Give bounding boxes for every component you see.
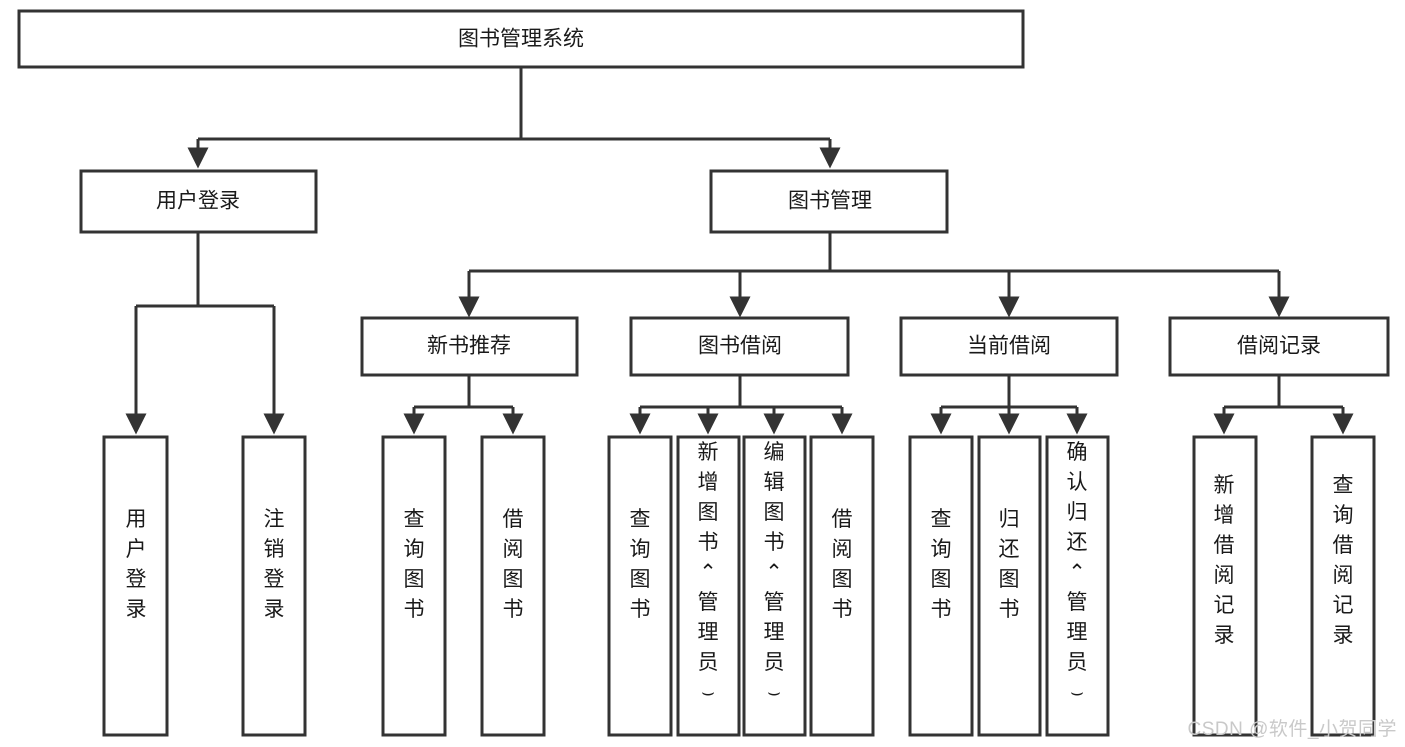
leaf-query-book-1-label: 查询图书 bbox=[404, 508, 425, 621]
leaf-user-login[interactable]: 用户登录 bbox=[102, 435, 169, 737]
node-user-login-label: 用户登录 bbox=[156, 190, 240, 213]
leaf-query-book-3-label: 查询图书 bbox=[931, 508, 952, 621]
node-book-management[interactable]: 图书管理 bbox=[709, 169, 949, 234]
leaf-edit-book-label: 编辑图书⌃管理员⌣ bbox=[764, 441, 785, 704]
leaf-query-record-label: 查询借阅记录 bbox=[1333, 474, 1354, 647]
leaf-edit-book[interactable]: 编辑图书⌃管理员⌣ bbox=[742, 435, 807, 737]
leaf-user-logout[interactable]: 注销登录 bbox=[241, 435, 307, 737]
leaf-add-book-label: 新增图书⌃管理员⌣ bbox=[698, 441, 719, 704]
node-root[interactable]: 图书管理系统 bbox=[17, 9, 1025, 69]
leaf-query-book-2-box bbox=[607, 435, 673, 737]
leaf-borrow-book-2[interactable]: 借阅图书 bbox=[809, 435, 875, 737]
node-borrow-record-label: 借阅记录 bbox=[1237, 335, 1321, 358]
leaf-query-book-1-box bbox=[381, 435, 447, 737]
node-new-book-recommend-box bbox=[360, 316, 579, 377]
leaf-return-book[interactable]: 归还图书 bbox=[977, 435, 1042, 737]
node-new-book-recommend[interactable]: 新书推荐 bbox=[360, 316, 579, 377]
node-current-borrow-box bbox=[899, 316, 1119, 377]
leaf-add-record[interactable]: 新增借阅记录 bbox=[1192, 435, 1258, 737]
node-current-borrow-label: 当前借阅 bbox=[967, 335, 1051, 358]
node-root-box bbox=[17, 9, 1025, 69]
leaf-add-book[interactable]: 新增图书⌃管理员⌣ bbox=[676, 435, 741, 737]
node-root-label: 图书管理系统 bbox=[458, 28, 584, 51]
leaf-borrow-book-1-label: 借阅图书 bbox=[503, 508, 524, 621]
node-book-management-box bbox=[709, 169, 949, 234]
leaf-query-book-1[interactable]: 查询图书 bbox=[381, 435, 447, 737]
leaf-query-book-3[interactable]: 查询图书 bbox=[908, 435, 974, 737]
leaf-user-login-box bbox=[102, 435, 169, 737]
node-current-borrow[interactable]: 当前借阅 bbox=[899, 316, 1119, 377]
leaf-query-book-2[interactable]: 查询图书 bbox=[607, 435, 673, 737]
node-borrow-record-box bbox=[1168, 316, 1390, 377]
connector-layer bbox=[125, 67, 1354, 435]
leaf-query-record[interactable]: 查询借阅记录 bbox=[1310, 435, 1376, 737]
leaf-confirm-return-box bbox=[1045, 435, 1110, 737]
leaf-add-book-box bbox=[676, 435, 741, 737]
node-user-login-box bbox=[79, 169, 318, 234]
leaf-return-book-label: 归还图书 bbox=[999, 508, 1020, 621]
node-user-login[interactable]: 用户登录 bbox=[79, 169, 318, 234]
node-new-book-recommend-label: 新书推荐 bbox=[427, 335, 511, 358]
node-book-borrow-label: 图书借阅 bbox=[698, 335, 782, 358]
leaf-add-record-label: 新增借阅记录 bbox=[1214, 474, 1235, 647]
leaf-borrow-book-2-label: 借阅图书 bbox=[832, 508, 853, 621]
leaf-borrow-book-2-box bbox=[809, 435, 875, 737]
leaf-confirm-return[interactable]: 确认归还⌃管理员⌣ bbox=[1045, 435, 1110, 737]
leaf-query-record-box bbox=[1310, 435, 1376, 737]
node-book-borrow-box bbox=[629, 316, 850, 377]
leaf-borrow-book-1-box bbox=[480, 435, 546, 737]
node-book-management-label: 图书管理 bbox=[788, 190, 872, 213]
leaf-return-book-box bbox=[977, 435, 1042, 737]
leaf-add-record-box bbox=[1192, 435, 1258, 737]
leaf-user-logout-box bbox=[241, 435, 307, 737]
leaf-user-login-label: 用户登录 bbox=[126, 508, 147, 621]
leaf-edit-book-box bbox=[742, 435, 807, 737]
leaf-confirm-return-label: 确认归还⌃管理员⌣ bbox=[1067, 441, 1088, 704]
leaf-borrow-book-1[interactable]: 借阅图书 bbox=[480, 435, 546, 737]
leaf-query-book-2-label: 查询图书 bbox=[630, 508, 651, 621]
node-book-borrow[interactable]: 图书借阅 bbox=[629, 316, 850, 377]
node-borrow-record[interactable]: 借阅记录 bbox=[1168, 316, 1390, 377]
leaf-user-logout-label: 注销登录 bbox=[264, 508, 285, 621]
leaf-query-book-3-box bbox=[908, 435, 974, 737]
